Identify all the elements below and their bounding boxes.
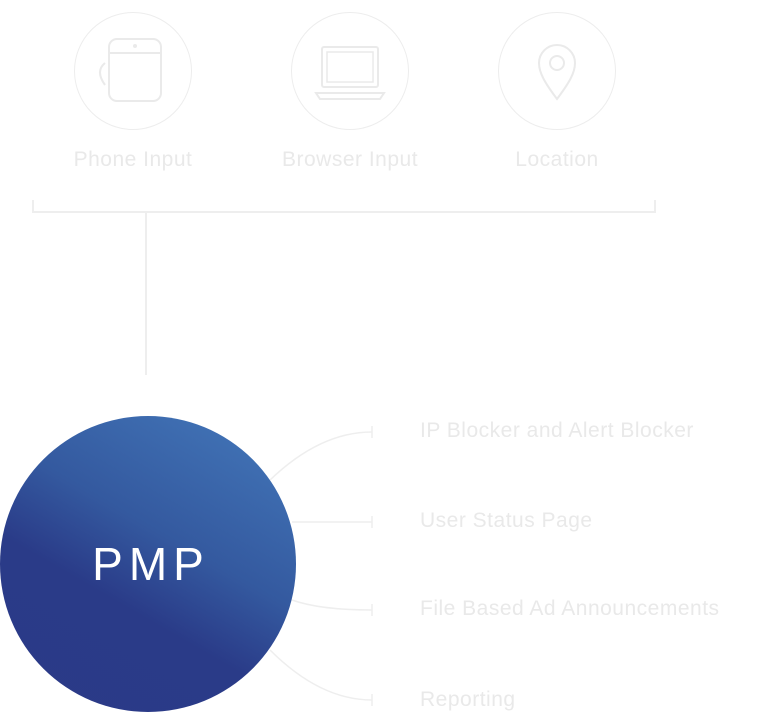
input-bracket-left-tick xyxy=(32,200,34,213)
input-browser-label: Browser Input xyxy=(281,148,419,171)
input-location-label: Location xyxy=(515,148,599,171)
connector-file-based xyxy=(291,599,373,611)
input-phone-label: Phone Input xyxy=(73,148,193,171)
laptop-icon xyxy=(314,46,386,100)
connector-reporting xyxy=(269,649,373,701)
location-pin-icon xyxy=(537,44,577,101)
feature-user-status: User Status Page xyxy=(420,509,593,532)
pmp-hub-circle: PMP xyxy=(0,416,296,712)
input-browser-circle xyxy=(291,12,409,130)
input-phone: Phone Input xyxy=(33,12,233,172)
phone-icon xyxy=(99,38,162,102)
feature-reporting: Reporting xyxy=(420,688,516,711)
feature-ip-blocker: IP Blocker and Alert Blocker xyxy=(420,419,694,442)
pmp-hub-label: PMP xyxy=(92,538,210,590)
input-location-circle xyxy=(498,12,616,130)
connector-ip-blocker xyxy=(269,431,373,481)
input-browser: Browser Input xyxy=(250,12,450,172)
input-bracket-horizontal xyxy=(32,211,656,213)
input-bracket-right-tick xyxy=(654,200,656,213)
feature-file-based: File Based Ad Announcements xyxy=(420,597,720,620)
input-location: Location xyxy=(457,12,657,172)
input-to-hub-connector xyxy=(145,213,147,375)
input-phone-circle xyxy=(74,12,192,130)
